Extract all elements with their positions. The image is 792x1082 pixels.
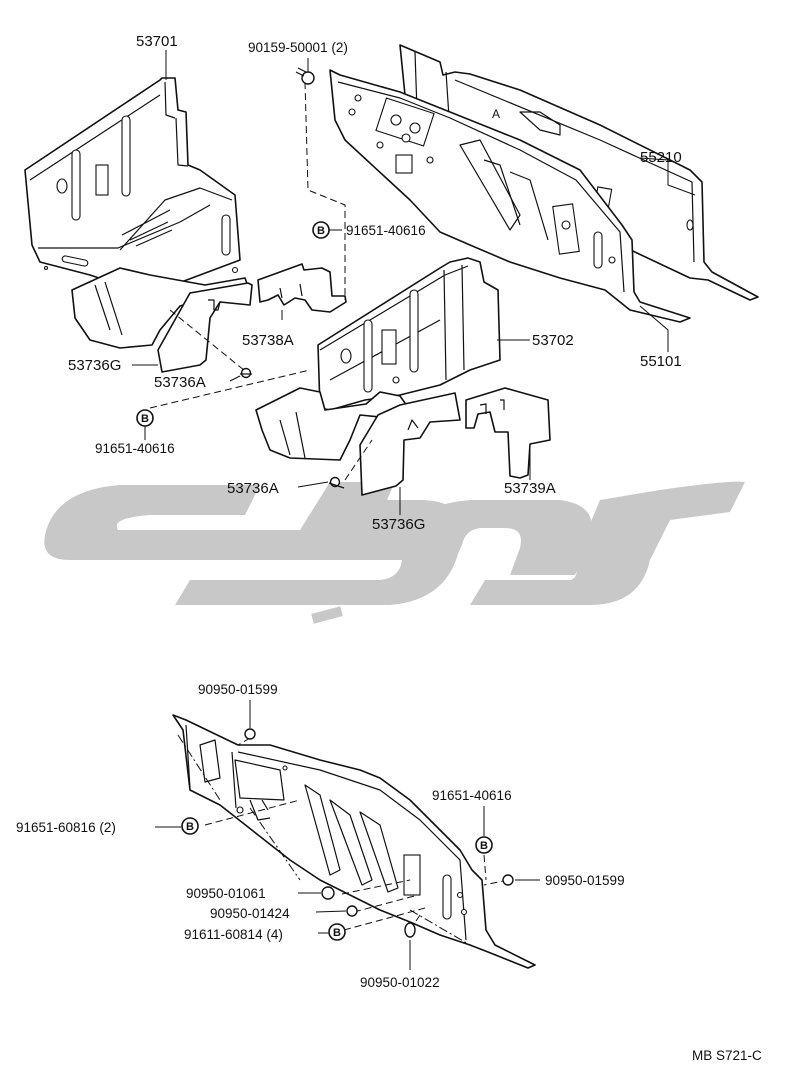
grommet-90950-01599-upper-icon <box>244 728 256 740</box>
label-53736G-a: 53736G <box>68 357 121 374</box>
label-91651-60816: 91651-60816 (2) <box>16 820 116 835</box>
label-53702: 53702 <box>532 332 574 349</box>
svg-text:B: B <box>141 413 149 425</box>
part-53736G-lower-drawing <box>359 392 461 496</box>
grommet-90950-01424-icon <box>346 905 358 917</box>
label-91611-60814: 91611-60814 (4) <box>184 927 283 942</box>
drawing-code: MB S721-C <box>692 1048 762 1063</box>
watermark-logo <box>44 481 745 624</box>
label-90159-50001: 90159-50001 (2) <box>248 40 348 55</box>
label-55101: 55101 <box>640 353 682 370</box>
grommet-90950-01061-icon <box>321 886 335 900</box>
label-90950-01022: 90950-01022 <box>360 975 440 990</box>
label-53736G-b: 53736G <box>372 516 425 533</box>
svg-text:B: B <box>333 927 341 939</box>
svg-text:B: B <box>317 225 325 237</box>
part-53736G-upper-drawing <box>157 282 253 373</box>
svg-text:B: B <box>480 840 488 852</box>
clip-53736A-upper-icon <box>240 367 252 379</box>
part-55101-drawing <box>329 69 691 323</box>
clip-53736A-lower-icon <box>328 476 345 489</box>
label-91651-40616-c: 91651-40616 <box>432 788 512 803</box>
part-lower-panel-drawing <box>172 714 536 969</box>
marker-b-3: B <box>181 817 199 835</box>
bolt-90159-icon <box>295 67 315 85</box>
label-91651-40616-b: 91651-40616 <box>95 441 175 456</box>
marker-b-1: B <box>312 221 330 239</box>
label-90950-01061: 90950-01061 <box>186 886 266 901</box>
part-53702-drawing <box>255 257 501 461</box>
label-90950-01599-b: 90950-01599 <box>545 873 625 888</box>
label-53736A-a: 53736A <box>154 374 206 391</box>
label-53739A: 53739A <box>504 480 556 497</box>
label-53738A: 53738A <box>242 332 294 349</box>
label-90950-01599-a: 90950-01599 <box>198 682 278 697</box>
part-53739A-drawing <box>465 387 551 479</box>
part-labels: 53701 90159-50001 (2) 55210 91651-40616 … <box>16 33 762 1063</box>
grommet-90950-01599-right-icon <box>502 874 514 886</box>
svg-text:A: A <box>492 107 500 121</box>
label-53701: 53701 <box>136 33 178 50</box>
marker-b-4: B <box>475 836 493 854</box>
marker-b-2: B <box>136 409 154 427</box>
marker-b-5: B <box>328 923 346 941</box>
label-leaders <box>132 50 696 970</box>
grommet-90950-01022-icon <box>404 922 416 938</box>
label-53736A-b: 53736A <box>227 480 279 497</box>
part-53738A-drawing <box>257 263 347 313</box>
label-90950-01424: 90950-01424 <box>210 906 290 921</box>
label-91651-40616-a: 91651-40616 <box>346 223 426 238</box>
label-55210: 55210 <box>640 149 682 166</box>
fasteners <box>240 67 514 938</box>
svg-text:B: B <box>186 821 194 833</box>
